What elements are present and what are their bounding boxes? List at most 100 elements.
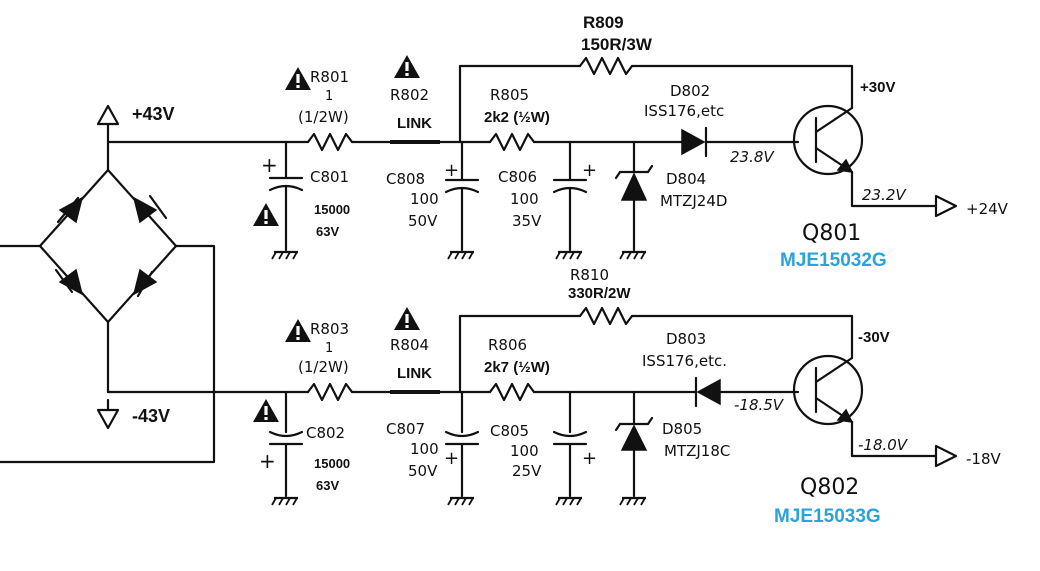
d804-name: D804 [666, 170, 706, 188]
ground-icon [446, 496, 476, 507]
top-rail: + + + [106, 55, 958, 261]
q802-base-voltage: -18.5V [734, 396, 785, 414]
ground-icon [446, 250, 476, 261]
plus-sign: + [582, 448, 597, 469]
neg-in-label: -43V [132, 406, 170, 426]
warning-triangle-icon [285, 319, 311, 342]
link-bottom-label: LINK [397, 365, 432, 382]
warning-triangle-icon [285, 67, 311, 90]
pos-out-label: +24V [966, 200, 1009, 218]
diode-icon [696, 378, 721, 406]
r809-value: 150R/3W [581, 35, 653, 54]
warning-triangle-icon [394, 55, 420, 78]
r803-name: R803 [310, 320, 349, 338]
terminal-arrow-icon [934, 444, 958, 468]
c802-voltage: 63V [316, 478, 339, 493]
r809-name: R809 [583, 13, 624, 32]
c806-voltage: 35V [512, 212, 542, 230]
npn-transistor-icon [792, 104, 864, 176]
c805-voltage: 25V [512, 462, 542, 480]
pnp-transistor-icon [792, 354, 864, 426]
r804-name: R804 [390, 336, 429, 354]
c805-value: 100 [510, 442, 539, 460]
terminal-arrow-icon [96, 398, 120, 430]
d805-name: D805 [662, 420, 702, 438]
r810-value: 330R/2W [568, 285, 631, 302]
r810-name: R810 [570, 266, 609, 284]
c802-name: C802 [306, 424, 345, 442]
q801-collector-voltage: +30V [860, 79, 895, 96]
resistor-icon [306, 132, 354, 152]
warning-triangle-icon [253, 203, 279, 226]
q801-part: MJE15032G [780, 250, 887, 271]
resistor-icon [306, 382, 354, 402]
neg-out-label: -18V [966, 450, 1001, 468]
terminal-arrow-icon [96, 104, 120, 144]
resistor-icon [488, 382, 536, 402]
q802-emitter-voltage: -18.0V [858, 436, 909, 454]
c808-name: C808 [386, 170, 425, 188]
zener-icon [620, 172, 648, 201]
ground-icon [270, 496, 300, 507]
resistor-icon [578, 56, 634, 76]
d803-value: ISS176,etc. [642, 352, 727, 370]
ground-icon [618, 250, 648, 261]
c806-name: C806 [498, 168, 537, 186]
r806-value: 2k7 (½W) [484, 359, 550, 376]
c801-value: 15000 [314, 202, 350, 217]
c806-value: 100 [510, 190, 539, 208]
c801-voltage: 63V [316, 224, 339, 239]
bridge-diode-icon [58, 196, 84, 224]
d803-name: D803 [666, 330, 706, 348]
r803-power: (1/2W) [298, 358, 349, 376]
warning-triangle-icon [394, 307, 420, 330]
c807-voltage: 50V [408, 462, 438, 480]
d805-value: MTZJ18C [664, 442, 730, 460]
bottom-rail: + + + [106, 306, 958, 507]
c808-voltage: 50V [408, 212, 438, 230]
ground-icon [554, 496, 584, 507]
ground-icon [270, 250, 300, 261]
c801-name: C801 [310, 168, 349, 186]
r805-value: 2k2 (½W) [484, 109, 550, 126]
plus-sign: + [259, 449, 276, 473]
r801-name: R801 [310, 68, 349, 86]
ground-icon [618, 496, 648, 507]
resistor-icon [488, 132, 536, 152]
warning-triangle-icon [253, 399, 279, 422]
d802-value: ISS176,etc [644, 102, 724, 120]
q802-name: Q802 [800, 475, 859, 500]
r802-name: R802 [390, 86, 429, 104]
bridge-diode-icon [132, 196, 158, 224]
plus-sign: + [582, 160, 597, 181]
diode-icon [681, 128, 706, 156]
ground-icon [554, 250, 584, 261]
r801-power: (1/2W) [298, 108, 349, 126]
r801-value: 1 [325, 89, 333, 104]
c808-value: 100 [410, 190, 439, 208]
c802-value: 15000 [314, 456, 350, 471]
c807-value: 100 [410, 440, 439, 458]
plus-sign: + [444, 448, 459, 469]
r806-name: R806 [488, 336, 527, 354]
c807-name: C807 [386, 420, 425, 438]
link-top-label: LINK [397, 115, 432, 132]
plus-sign: + [261, 153, 278, 177]
resistor-icon [578, 306, 634, 326]
q801-base-voltage: 23.8V [730, 148, 775, 166]
bridge-diode-bar [148, 194, 168, 220]
c805-name: C805 [490, 422, 529, 440]
terminal-arrow-icon [934, 194, 958, 218]
bridge-diode-bar [54, 268, 74, 294]
q802-part: MJE15033G [774, 506, 881, 527]
q801-emitter-voltage: 23.2V [862, 186, 907, 204]
d804-value: MTZJ24D [660, 192, 727, 210]
bridge-diode-icon [58, 268, 84, 296]
r805-name: R805 [490, 86, 529, 104]
q802-collector-voltage: -30V [858, 329, 890, 346]
zener-icon [620, 424, 648, 451]
r803-value: 1 [325, 341, 333, 356]
bridge-diode-bar [136, 270, 154, 298]
